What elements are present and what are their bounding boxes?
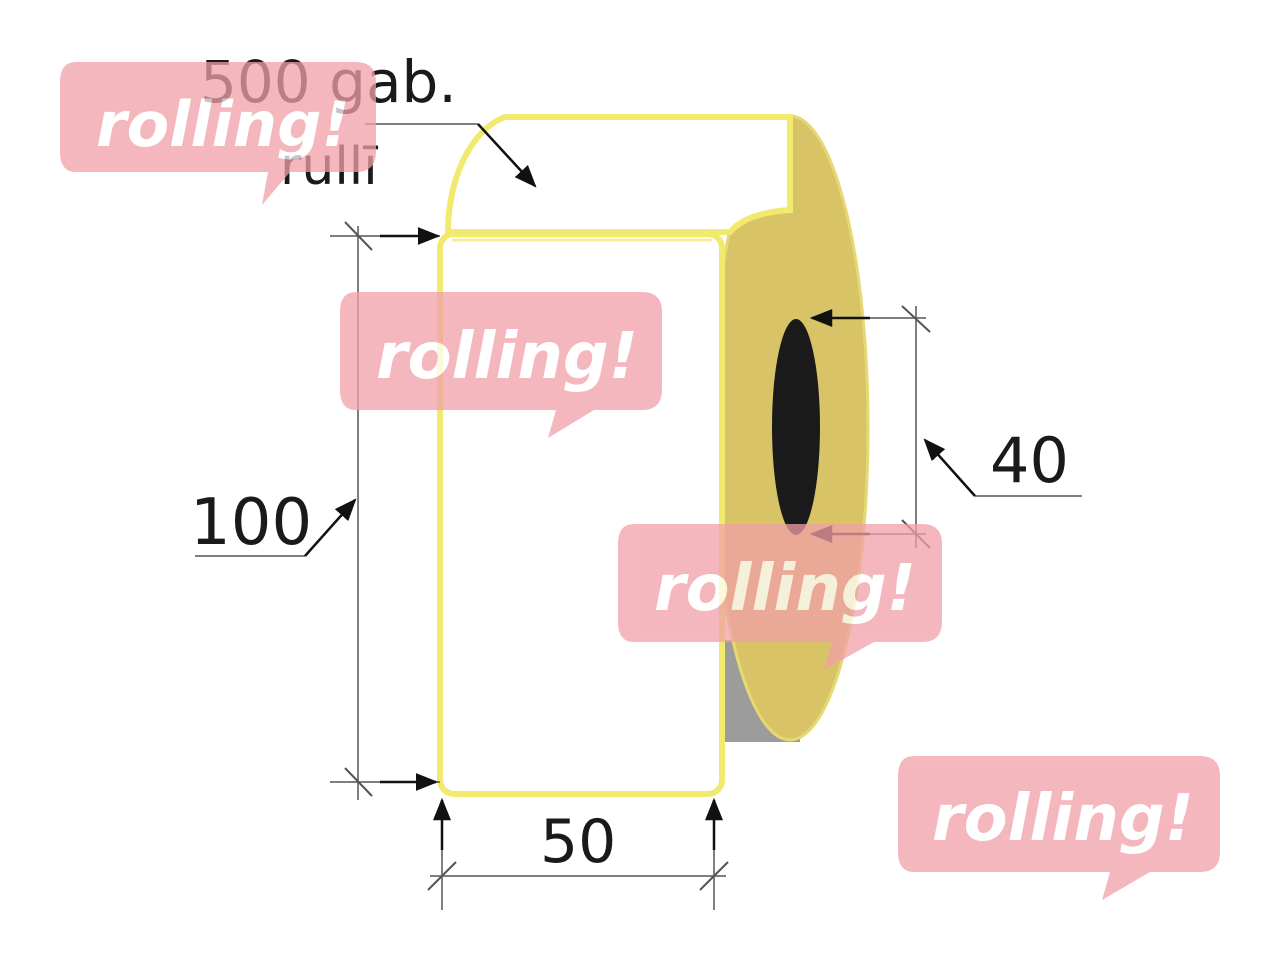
label-roll: [437, 114, 870, 797]
watermark-text: rolling!: [376, 320, 638, 394]
roll-top-curl: [444, 114, 793, 235]
watermark-1: rolling!: [60, 62, 376, 205]
watermark-text: rolling!: [932, 782, 1194, 856]
width-label: 50: [540, 807, 616, 877]
watermark-4: rolling!: [898, 756, 1220, 900]
watermark-2: rolling!: [340, 292, 662, 438]
watermark-3: rolling!: [618, 524, 942, 670]
watermark-text: rolling!: [654, 552, 916, 626]
core-hole: [772, 319, 820, 535]
height-label: 100: [190, 486, 312, 560]
core-label: 40: [990, 424, 1069, 497]
watermark-text: rolling!: [96, 88, 350, 161]
